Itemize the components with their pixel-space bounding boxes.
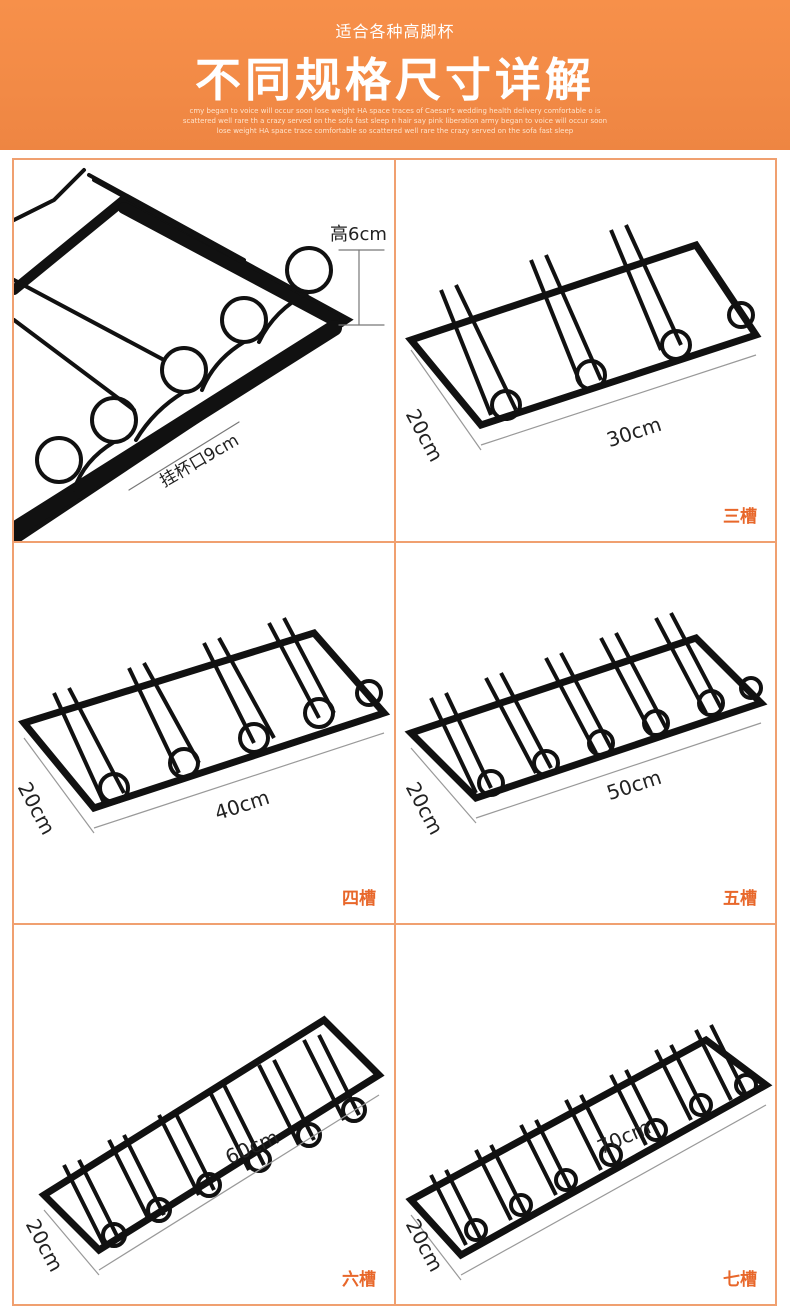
size-grid: 高6cm 挂杯口9cm 30cm 20cm 三槽 [12, 158, 777, 1306]
slot-label-6: 六槽 [342, 1270, 376, 1290]
product-cell-4: 40cm 20cm 四槽 [13, 542, 395, 924]
rack-3-image [405, 224, 762, 451]
height-label: 高6cm [330, 224, 387, 245]
banner-subtitle: 适合各种高脚杯 [335, 22, 455, 41]
slot-label-3: 三槽 [723, 507, 757, 527]
rack-5-image [404, 612, 768, 824]
banner-title: 不同规格尺寸详解 [195, 53, 595, 107]
banner-fine-print: cmy began to voice will occur soon lose … [182, 107, 608, 135]
rack-6-image [38, 1015, 385, 1276]
slot-label-5: 五槽 [723, 889, 757, 909]
header-banner: 适合各种高脚杯 不同规格尺寸详解 cmy began to voice will… [0, 0, 790, 150]
rack-closeup-image [14, 168, 385, 541]
rack-4-image [17, 617, 391, 834]
product-cell-7: 70cm 20cm 七槽 [395, 924, 776, 1305]
slot-label-7: 七槽 [723, 1270, 757, 1290]
slot-label-4: 四槽 [342, 889, 376, 909]
rack-7-image [405, 1024, 773, 1281]
detail-cell: 高6cm 挂杯口9cm [13, 159, 395, 542]
product-cell-3: 30cm 20cm 三槽 [395, 159, 776, 542]
product-cell-6: 60cm 20cm 六槽 [13, 924, 395, 1305]
product-cell-5: 50cm 20cm 五槽 [395, 542, 776, 924]
